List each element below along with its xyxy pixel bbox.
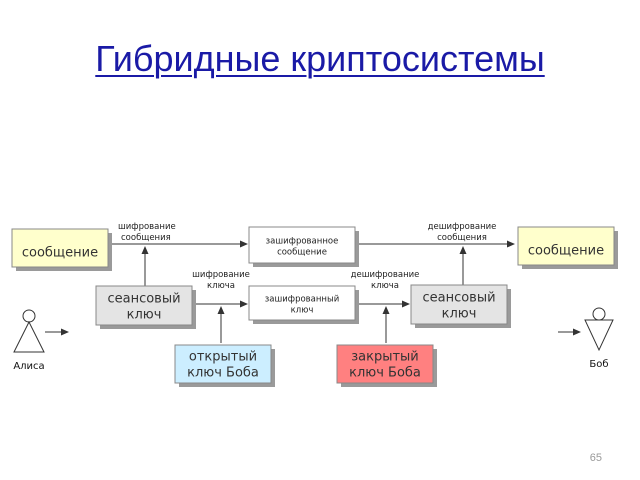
encrypted-message-line1: зашифрованное bbox=[266, 237, 339, 247]
label-decrypt-message-line2: сообщения bbox=[437, 233, 487, 243]
session-key-box-left: сеансовый ключ bbox=[95, 285, 196, 329]
label-decrypt-key-line1: дешифрование bbox=[351, 270, 420, 280]
session-key-right-line2: ключ bbox=[442, 307, 477, 322]
session-key-right-line1: сеансовый bbox=[422, 291, 495, 306]
page-number: 65 bbox=[589, 452, 602, 464]
label-encrypt-message-line2: сообщения bbox=[121, 233, 171, 243]
session-key-box-right: сеансовый ключ bbox=[410, 284, 511, 328]
label-encrypt-key-line1: шифрование bbox=[192, 270, 250, 280]
session-key-left-line2: ключ bbox=[127, 308, 162, 323]
encrypted-message-box: зашифрованное сообщение bbox=[248, 226, 359, 267]
label-decrypt-key-line2: ключа bbox=[371, 281, 399, 291]
session-key-left-line1: сеансовый bbox=[107, 292, 180, 307]
message-right-label: сообщение bbox=[528, 244, 604, 259]
encrypted-key-line2: ключ bbox=[291, 306, 314, 316]
message-left-label: сообщение bbox=[22, 246, 98, 261]
label-encrypt-message-line1: шифрование bbox=[118, 222, 176, 232]
bob-figure-icon bbox=[584, 307, 614, 352]
message-box-right: сообщение bbox=[517, 226, 618, 269]
connectors bbox=[45, 240, 581, 343]
public-key-line1: открытый bbox=[189, 350, 257, 365]
public-key-box: открытый ключ Боба bbox=[174, 344, 275, 387]
slide-title: Гибридные криптосистемы bbox=[95, 38, 545, 79]
encrypted-message-line2: сообщение bbox=[277, 248, 327, 258]
private-key-line1: закрытый bbox=[351, 350, 419, 365]
actor-alice-label: Алиса bbox=[13, 361, 44, 372]
label-encrypt-key-line2: ключа bbox=[207, 281, 235, 291]
encrypted-key-line1: зашифрованный bbox=[265, 295, 339, 305]
message-box-left: сообщение bbox=[11, 228, 112, 271]
actor-bob-label: Боб bbox=[589, 359, 608, 370]
private-key-box: закрытый ключ Боба bbox=[336, 344, 437, 387]
label-decrypt-message-line1: дешифрование bbox=[428, 222, 497, 232]
encrypted-key-box: зашифрованный ключ bbox=[248, 285, 359, 324]
private-key-line2: ключ Боба bbox=[349, 366, 421, 381]
public-key-line2: ключ Боба bbox=[187, 366, 259, 381]
alice-figure-icon bbox=[13, 309, 45, 353]
